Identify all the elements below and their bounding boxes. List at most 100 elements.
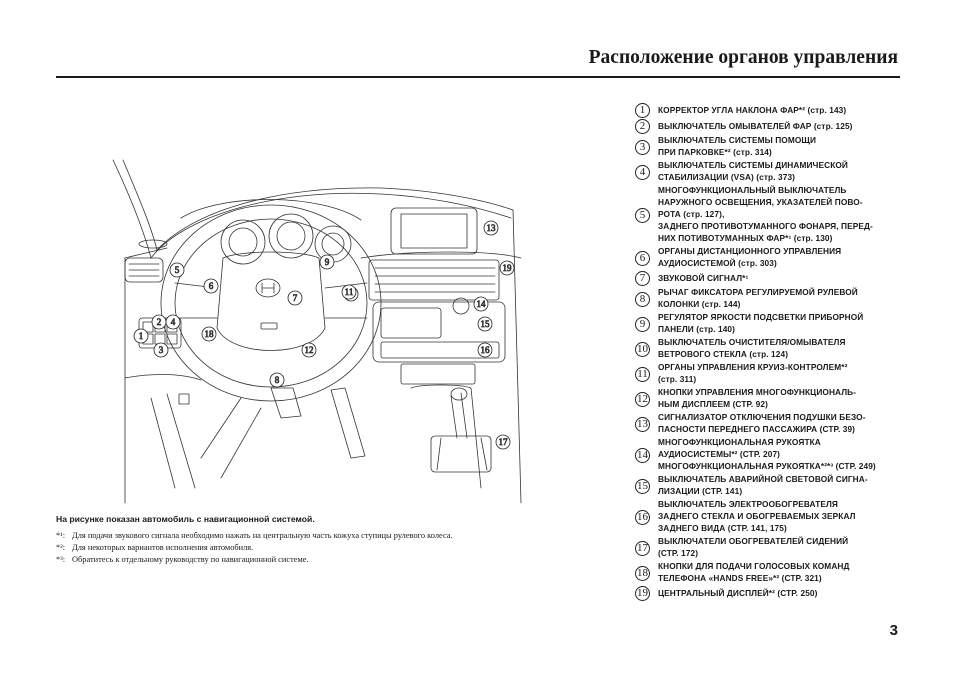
figure-caption: На рисунке показан автомобиль с навигаци… [56,514,315,524]
callout-circle [301,342,317,358]
left-vent [124,257,164,283]
callout-5: 5 [169,262,185,278]
legend-text: ОРГАНЫ ДИСТАНЦИОННОГО УПРАВЛЕНИЯ АУДИОСИ… [658,246,842,268]
callout-label: 16 [481,345,491,355]
legend-number: 12 [635,391,650,407]
callout-label: 19 [503,263,513,273]
legend-text: ВЫКЛЮЧАТЕЛЬ ОЧИСТИТЕЛЯ/ОМЫВАТЕЛЯ ВЕТРОВО… [658,337,846,360]
legend-text: МНОГОФУНКЦИОНАЛЬНАЯ РУКОЯТКА АУДИОСИСТЕМ… [658,437,876,472]
footnote-text: Для некоторых вариантов исполнения автом… [72,543,254,552]
legend-number: 9 [635,316,650,332]
footnote-text: Для подачи звукового сигнала необходимо … [72,531,453,540]
steering-wheel-inner [174,218,368,388]
callout-18: 18 [201,326,217,342]
callout-9: 9 [319,254,335,270]
legend-text: МНОГОФУНКЦИОНАЛЬНЫЙ ВЫКЛЮЧАТЕЛЬ НАРУЖНОГ… [658,185,873,243]
audio-knob [452,297,470,315]
steering-hub [216,251,326,351]
callout-11: 11 [341,284,357,300]
footnote-mark: *²: [56,543,66,552]
center-vents [368,259,500,301]
shift-lever [450,392,468,439]
shift-gate [430,435,492,473]
legend-number: 6 [635,250,650,266]
legend-number: 4 [635,164,650,180]
legend-item: 11 ОРГАНЫ УПРАВЛЕНИЯ КРУИЗ-КОНТРОЛЕМ*² (с… [633,362,905,386]
callout-circle [495,434,511,450]
callout-label: 12 [305,345,314,355]
callout-19: 19 [499,260,515,276]
legend-item: 17 ВЫКЛЮЧАТЕЛИ ОБОГРЕВАТЕЛЕЙ СИДЕНИЙ (СТР… [633,536,905,560]
legend-number: 18 [635,565,650,581]
callout-circle [473,296,489,312]
callout-label: 18 [205,329,215,339]
callout-circle [153,342,169,358]
callout-circle [483,220,499,236]
callout-circle [341,284,357,300]
callout-8: 8 [269,372,285,388]
legend-item: 6 ОРГАНЫ ДИСТАНЦИОННОГО УПРАВЛЕНИЯ АУДИОС… [633,246,905,270]
legend-text: ВЫКЛЮЧАТЕЛЬ ЭЛЕКТРООБОГРЕВАТЕЛЯ ЗАДНЕГО … [658,499,856,533]
callout-label: 13 [487,223,497,233]
legend-number: 17 [635,540,650,556]
cluster-hood [180,199,362,221]
callout-label: 15 [481,319,491,329]
callout-1: 1 [133,328,149,344]
callout-circle [477,342,493,358]
audio-panel [372,301,506,363]
brake-pedal [270,387,302,419]
legend-text: КОРРЕКТОР УГЛА НАКЛОНА ФАР*² (стр. 143) [658,104,847,115]
legend-number: 7 [635,271,650,287]
steering-wheel-outer [160,204,382,402]
callout-circle [165,314,181,330]
legend-number: 2 [635,119,650,135]
legend-text: ВЫКЛЮЧАТЕЛИ ОБОГРЕВАТЕЛЕЙ СИДЕНИЙ (СТР. … [658,536,849,558]
left-vent-top [138,239,168,249]
gauge-center [268,213,314,259]
accelerator-pedal [330,387,366,459]
callout-label: 4 [171,317,176,327]
callout-label: 11 [345,287,354,297]
legend-text: ОРГАНЫ УПРАВЛЕНИЯ КРУИЗ-КОНТРОЛЕМ*² (стр… [658,362,848,385]
legend-text: ЗВУКОВОЙ СИГНАЛ*¹ [658,272,749,283]
callout-13: 13 [483,220,499,236]
callout-3: 3 [153,342,169,358]
callout-circle [319,254,335,270]
footnote-mark: *³: [56,555,66,564]
legend-number: 13 [635,416,650,432]
legend-number: 14 [635,447,650,463]
legend-text: РЕГУЛЯТОР ЯРКОСТИ ПОДСВЕТКИ ПРИБОРНОЙ ПА… [658,312,864,335]
callout-2: 2 [151,314,167,330]
callout-circle [203,278,219,294]
legend-number: 5 [635,207,650,223]
callout-label: 7 [293,293,298,303]
callout-circle [133,328,149,344]
callout-label: 14 [477,299,487,309]
legend-number: 11 [635,366,650,382]
callout-label: 1 [139,331,144,341]
legend-number: 19 [635,586,650,602]
callout-label: 8 [275,375,280,385]
legend-number: 8 [635,291,650,307]
footnote: *¹:Для подачи звукового сигнала необходи… [56,530,453,542]
callout-label: 2 [157,317,162,327]
a-pillar-left [112,159,152,259]
callout-label: 6 [209,281,214,291]
legend-text: СИГНАЛИЗАТОР ОТКЛЮЧЕНИЯ ПОДУШКИ БЕЗО- ПА… [658,412,866,435]
callout-14: 14 [473,296,489,312]
callout-label: 3 [159,345,164,355]
legend-item: 9 РЕГУЛЯТОР ЯРКОСТИ ПОДСВЕТКИ ПРИБОРНОЙ П… [633,312,905,336]
page-number: 3 [889,622,898,639]
callout-15: 15 [477,316,493,332]
callout-12: 12 [301,342,317,358]
legend-text: ВЫКЛЮЧАТЕЛЬ СИСТЕМЫ ПОМОЩИ ПРИ ПАРКОВКЕ*… [658,135,817,158]
legend-item: 5 МНОГОФУНКЦИОНАЛЬНЫЙ ВЫКЛЮЧАТЕЛЬ НАРУЖНО… [633,185,905,245]
